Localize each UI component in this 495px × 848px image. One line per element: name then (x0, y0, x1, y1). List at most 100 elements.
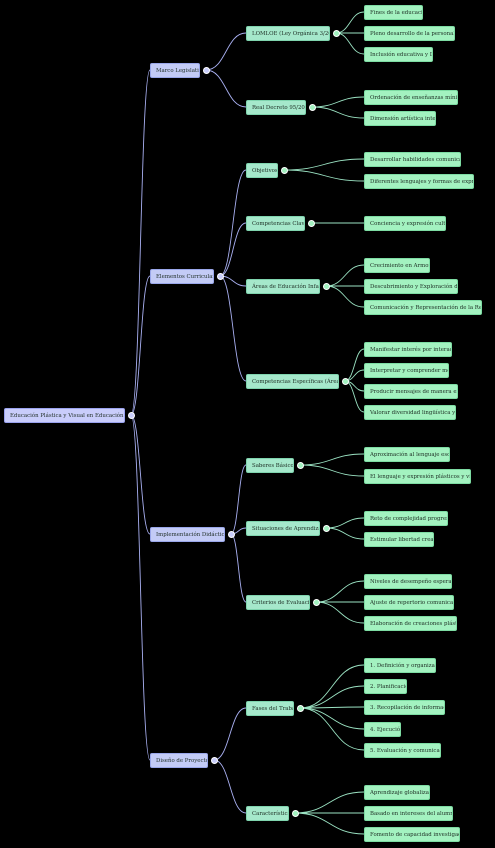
connector-line (315, 601, 365, 624)
collapse-toggle-icon[interactable] (322, 282, 330, 290)
leaf-node[interactable]: 1. Definición y organización (364, 657, 436, 673)
topic-node[interactable]: Áreas de Educación Infantil (246, 278, 320, 294)
leaf-node[interactable]: Dimensión artística integral (364, 110, 436, 126)
leaf-node[interactable]: 4. Ejecución (364, 721, 401, 737)
connector-line (213, 759, 247, 814)
collapse-toggle-icon[interactable] (308, 103, 316, 111)
collapse-toggle-icon[interactable] (322, 524, 330, 532)
connector-line (325, 285, 365, 308)
collapse-toggle-icon[interactable] (296, 461, 304, 469)
topic-node[interactable]: Características (246, 805, 289, 821)
connector-line (130, 414, 151, 761)
connector-line (311, 106, 365, 119)
collapse-toggle-icon[interactable] (127, 411, 135, 419)
connector-line (299, 453, 365, 466)
leaf-node[interactable]: Basado en intereses del alumnado (364, 805, 453, 821)
leaf-node[interactable]: Aproximación al lenguaje escrito (364, 446, 450, 462)
collapse-toggle-icon[interactable] (312, 598, 320, 606)
topic-node[interactable]: Objetivos (246, 162, 278, 178)
topic-node[interactable]: Competencias Clave (246, 215, 305, 231)
leaf-node[interactable]: Estimular libertad creativa (364, 531, 434, 547)
topic-node[interactable]: Situaciones de Aprendizaje (246, 520, 320, 536)
root-node[interactable]: Educación Plástica y Visual en Educación… (4, 407, 125, 423)
branch-node[interactable]: Marco Legislativo (150, 62, 200, 78)
collapse-toggle-icon[interactable] (216, 272, 224, 280)
topic-node[interactable]: Criterios de Evaluación (246, 594, 310, 610)
connector-line (130, 414, 151, 535)
leaf-node[interactable]: Inclusión educativa y DUA (364, 46, 433, 62)
leaf-node[interactable]: Elaboración de creaciones plásticas (364, 615, 457, 631)
leaf-node[interactable]: 5. Evaluación y comunicación (364, 742, 441, 758)
leaf-node[interactable]: Interpretar y comprender mensajes (364, 362, 449, 378)
leaf-node[interactable]: Diferentes lenguajes y formas de expresi… (364, 173, 474, 189)
leaf-node[interactable]: Manifestar interés por interactuar (364, 341, 452, 357)
collapse-toggle-icon[interactable] (307, 219, 315, 227)
leaf-node[interactable]: Reto de complejidad progresiva (364, 510, 448, 526)
leaf-node[interactable]: Aprendizaje globalizado (364, 784, 430, 800)
topic-node[interactable]: Real Decreto 95/2022 (246, 99, 306, 115)
connector-line (219, 275, 247, 382)
leaf-node[interactable]: Ordenación de enseñanzas mínimas (364, 89, 458, 105)
topic-node[interactable]: Competencias Específicas (Área 3) (246, 373, 339, 389)
connector-line (299, 707, 365, 730)
topic-node[interactable]: LOMLOE (Ley Orgánica 3/2020) (246, 25, 330, 41)
connector-line (299, 664, 365, 709)
leaf-node[interactable]: 3. Recopilación de información (364, 699, 445, 715)
collapse-toggle-icon[interactable] (296, 704, 304, 712)
connector-line (205, 69, 247, 108)
connector-line (299, 706, 365, 709)
leaf-node[interactable]: Fines de la educación (364, 4, 423, 20)
connector-line (325, 517, 365, 529)
connector-line (219, 275, 247, 287)
branch-node[interactable]: Diseño de Proyectos (150, 752, 208, 768)
connector-line (205, 32, 247, 71)
connector-line (335, 11, 365, 34)
branch-node[interactable]: Elementos Curriculares (150, 268, 214, 284)
topic-node[interactable]: Fases del Trabajo (246, 700, 294, 716)
connector-line (299, 707, 365, 751)
leaf-node[interactable]: Desarrollar habilidades comunicativas (364, 151, 461, 167)
connector-line (325, 264, 365, 287)
connector-line (344, 348, 365, 382)
connector-line (213, 707, 247, 761)
collapse-toggle-icon[interactable] (291, 809, 299, 817)
connector-line (335, 32, 365, 55)
leaf-node[interactable]: Producir mensajes de manera eficaz (364, 383, 458, 399)
connector-line (219, 169, 247, 277)
collapse-toggle-icon[interactable] (332, 29, 340, 37)
collapse-toggle-icon[interactable] (341, 377, 349, 385)
connector-line (283, 158, 365, 171)
connector-line (230, 533, 247, 603)
connector-line (311, 96, 365, 108)
collapse-toggle-icon[interactable] (202, 66, 210, 74)
topic-node[interactable]: Saberes Básicos (246, 457, 294, 473)
collapse-toggle-icon[interactable] (210, 756, 218, 764)
leaf-node[interactable]: Comunicación y Representación de la Real… (364, 299, 482, 315)
leaf-node[interactable]: Valorar diversidad lingüística y cultura… (364, 404, 456, 420)
connector-line (325, 527, 365, 540)
collapse-toggle-icon[interactable] (280, 166, 288, 174)
leaf-node[interactable]: Ajuste de repertorio comunicativo (364, 594, 454, 610)
connector-line (315, 580, 365, 603)
connector-line (299, 685, 365, 709)
connector-line (130, 69, 151, 416)
leaf-node[interactable]: Pleno desarrollo de la personalidad (364, 25, 455, 41)
connector-line (230, 464, 247, 535)
branch-node[interactable]: Implementación Didáctica (150, 526, 225, 542)
leaf-node[interactable]: Conciencia y expresión cultural (364, 215, 446, 231)
connector-line (283, 169, 365, 182)
leaf-node[interactable]: Crecimiento en Armonía (364, 257, 430, 273)
connector-line (294, 791, 365, 814)
leaf-node[interactable]: Descubrimiento y Exploración del Entorno (364, 278, 458, 294)
collapse-toggle-icon[interactable] (227, 530, 235, 538)
leaf-node[interactable]: Fomento de capacidad investigadora (364, 826, 460, 842)
leaf-node[interactable]: El lenguaje y expresión plásticos y visu… (364, 468, 471, 484)
connector-line (130, 275, 151, 416)
connector-line (219, 222, 247, 277)
leaf-node[interactable]: Niveles de desempeño esperados (364, 573, 452, 589)
connector-line (294, 812, 365, 835)
connector-line (299, 464, 365, 477)
leaf-node[interactable]: 2. Planificación (364, 678, 407, 694)
